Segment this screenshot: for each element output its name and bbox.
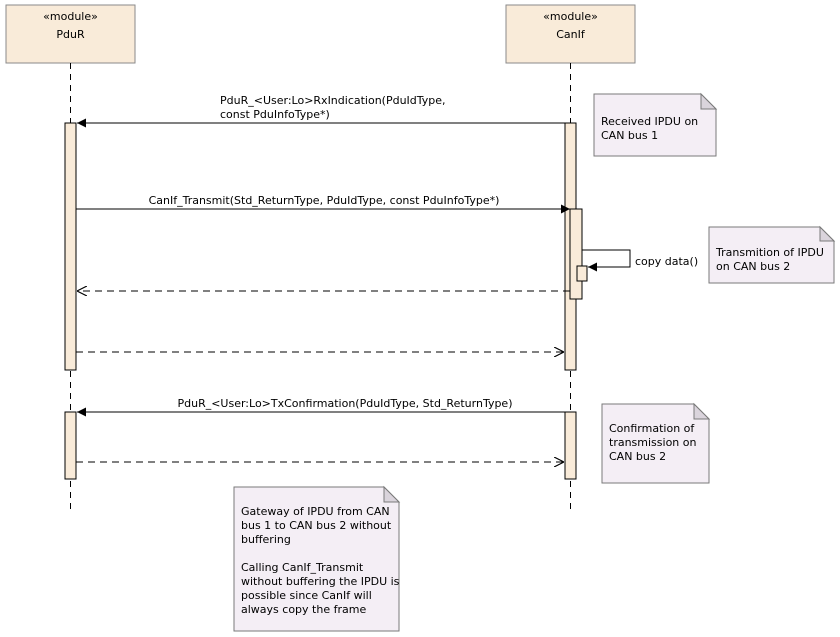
message-rx-indication-label-line1: PduR_<User:Lo>RxIndication(PduIdType, [220,94,446,107]
note-gateway-line7: possible since CanIf will [241,589,372,602]
lifeline-pdur-stereotype: «module» [43,10,98,23]
note-transmition-ipdu-line2: on CAN bus 2 [716,260,790,273]
note-gateway-body [233,486,400,632]
note-transmition-ipdu: Transmition of IPDU on CAN bus 2 [708,225,836,284]
message-canif-transmit: CanIf_Transmit(Std_ReturnType, PduIdType… [76,194,570,214]
note-transmition-ipdu-body [708,226,835,284]
message-rx-indication-label-line2: const PduInfoType*) [220,108,330,121]
message-tx-confirmation-label: PduR_<User:Lo>TxConfirmation(PduIdType, … [177,397,512,410]
note-received-ipdu-line2: CAN bus 1 [601,129,658,142]
note-confirmation-fold [693,402,711,420]
message-rx-indication: PduR_<User:Lo>RxIndication(PduIdType, co… [77,94,565,128]
lifeline-pdur: «module» PduR [5,4,136,512]
activation-canif-self [576,265,588,282]
note-gateway-line6: without buffering the IPDU is [241,575,400,588]
activation-canif-3 [564,411,577,480]
note-transmition-ipdu-fold [819,225,836,242]
activation-pdur-2 [64,411,77,480]
note-received-ipdu: Received IPDU on CAN bus 1 [593,92,718,157]
note-gateway-line8: always copy the frame [241,603,366,616]
message-copy-data-label: copy data() [635,255,698,268]
message-tx-confirmation: PduR_<User:Lo>TxConfirmation(PduIdType, … [77,397,565,417]
activation-pdur-1 [64,122,77,371]
message-copy-data-arrow [582,249,631,272]
note-transmition-ipdu-line1: Transmition of IPDU [715,246,824,259]
lifeline-canif-stereotype: «module» [543,10,598,23]
note-confirmation-body [601,403,710,484]
note-confirmation: Confirmation of transmission on CAN bus … [601,402,711,484]
lifeline-canif-name: CanIf [556,28,586,41]
lifeline-pdur-name: PduR [56,28,85,41]
note-confirmation-line1: Confirmation of [609,422,695,435]
note-received-ipdu-fold [700,92,718,110]
lifeline-pdur-header [5,4,136,64]
note-gateway-line3: buffering [241,533,291,546]
message-copy-data: copy data() [582,249,698,272]
note-gateway: Gateway of IPDU from CAN bus 1 to CAN bu… [233,485,401,632]
note-confirmation-line3: CAN bus 2 [609,450,666,463]
note-gateway-fold [383,485,401,503]
note-confirmation-line2: transmission on [609,436,696,449]
message-canif-transmit-label: CanIf_Transmit(Std_ReturnType, PduIdType… [149,194,500,207]
note-gateway-line2: bus 1 to CAN bus 2 without [241,519,392,532]
note-gateway-line5: Calling CanIf_Transmit [241,561,364,574]
note-received-ipdu-body [593,93,717,157]
note-gateway-line1: Gateway of IPDU from CAN [241,505,390,518]
note-received-ipdu-line1: Received IPDU on [601,115,698,128]
activation-canif-2 [569,208,583,300]
